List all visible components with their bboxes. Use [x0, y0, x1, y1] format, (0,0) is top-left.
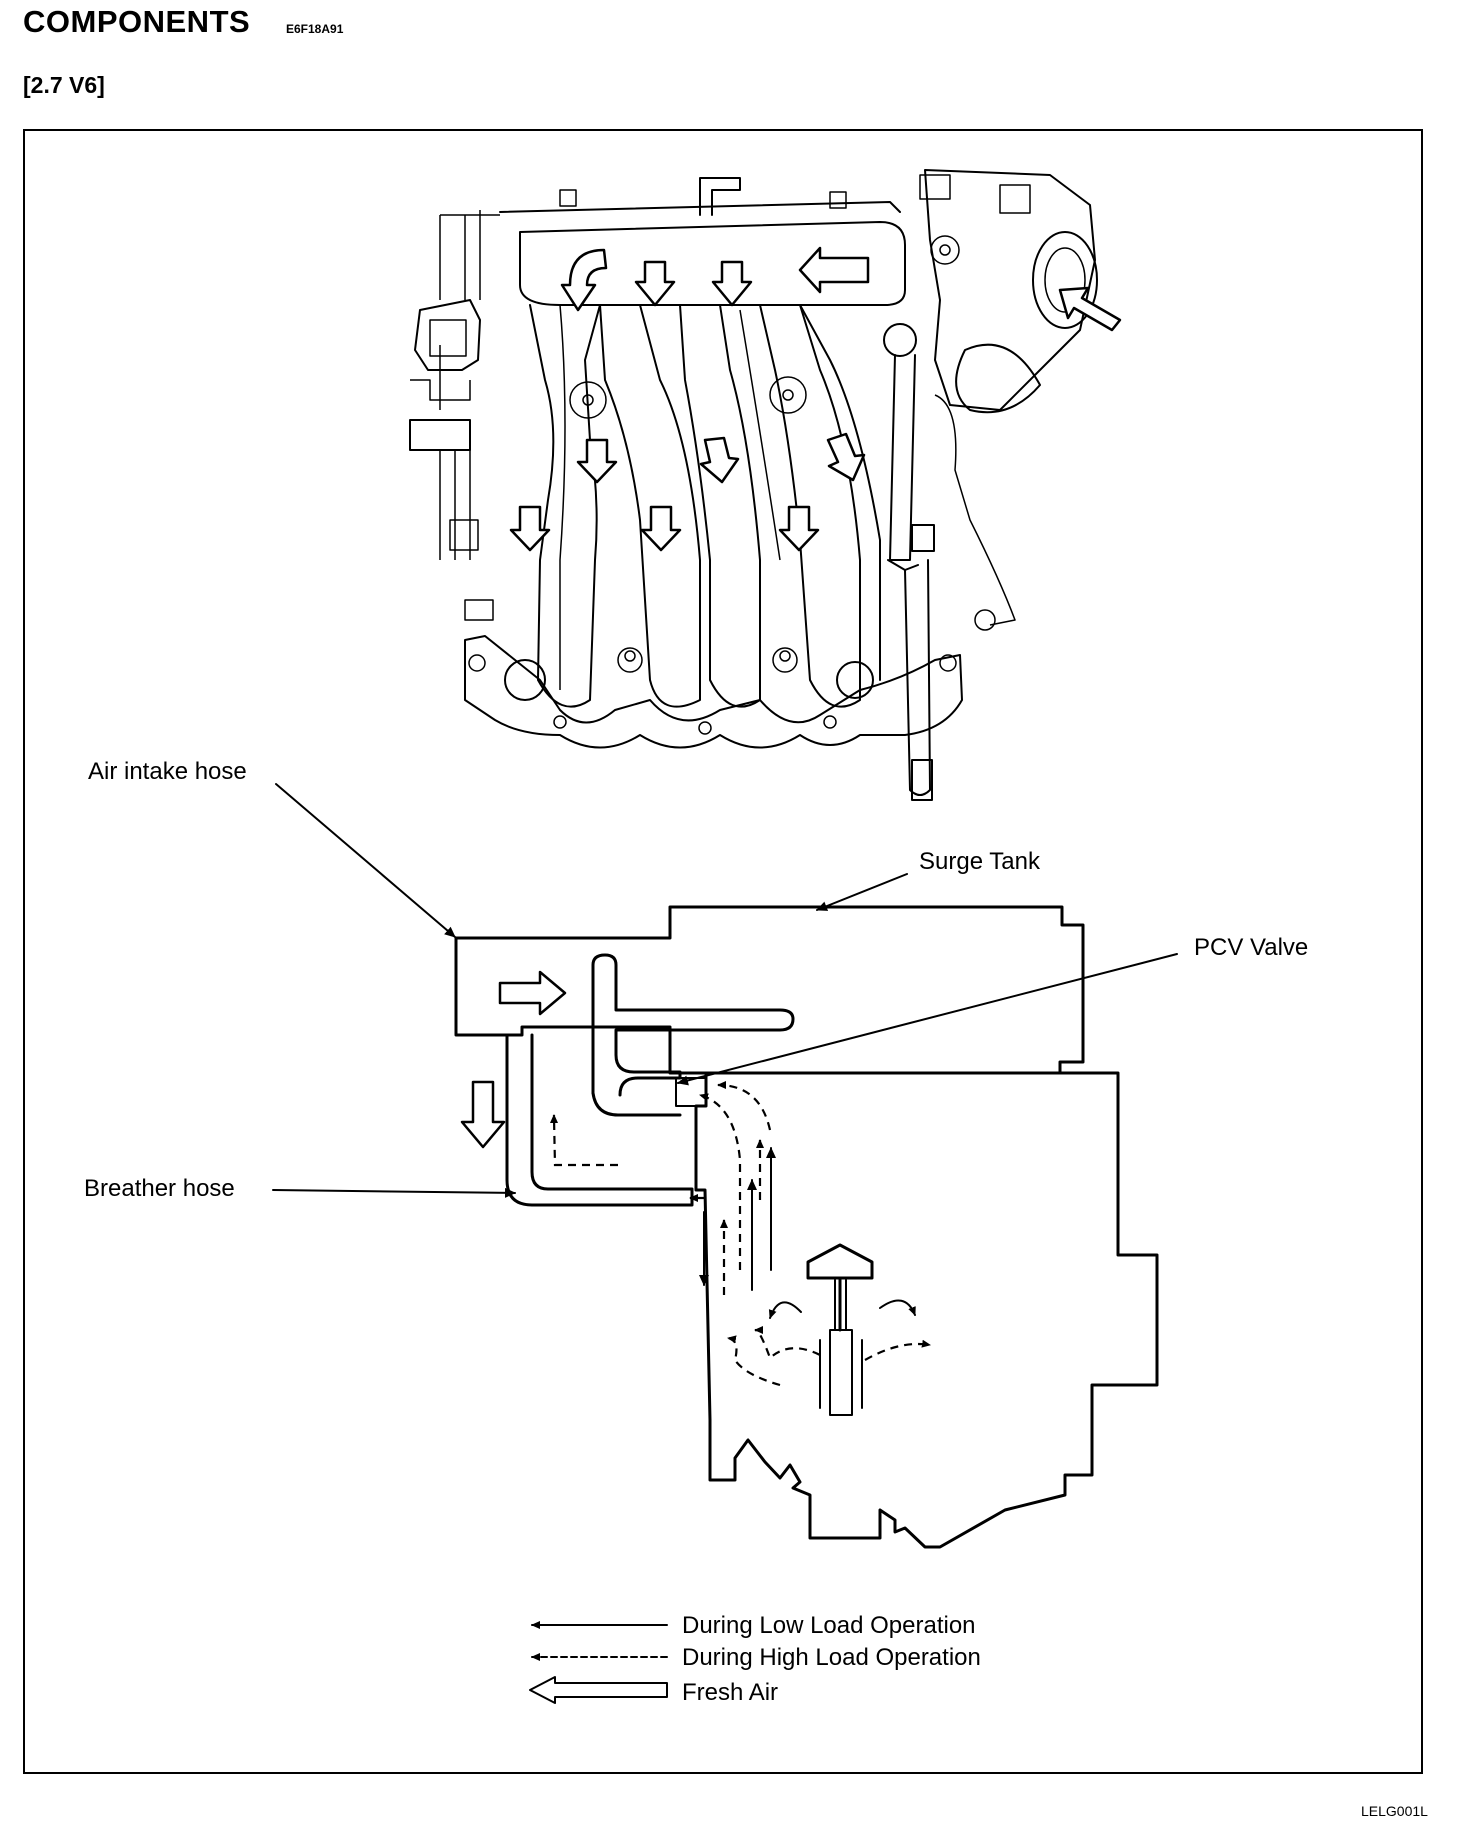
manifold-flow-arrows — [509, 246, 1122, 552]
label-breather-hose: Breather hose — [84, 1175, 235, 1202]
manifold-left-components — [409, 214, 500, 621]
figure-code: LELG001L — [1361, 1803, 1428, 1819]
page-title: COMPONENTS — [23, 4, 251, 39]
label-surge-tank: Surge Tank — [919, 848, 1041, 875]
fresh-air-arrow-tank — [498, 970, 567, 1016]
engine-block-outline — [694, 1071, 1159, 1549]
legend: During Low Load Operation During High Lo… — [529, 1612, 981, 1706]
intake-runners — [529, 304, 881, 708]
legend-low-load-label: During Low Load Operation — [682, 1612, 976, 1639]
legend-high-load-label: During High Load Operation — [682, 1644, 981, 1671]
breather-hose-outline — [505, 1033, 694, 1207]
label-air-intake-hose: Air intake hose — [88, 758, 247, 785]
manifold-flange — [464, 635, 963, 749]
callout-leaders — [272, 783, 1178, 1198]
engine-subtitle: [2.7 V6] — [23, 72, 105, 98]
pcv-schematic — [454, 905, 1159, 1549]
label-pcv-valve: PCV Valve — [1194, 934, 1308, 961]
diagram-frame — [23, 129, 1423, 1774]
intake-manifold-illustration — [409, 169, 1122, 801]
legend-fresh-air-label: Fresh Air — [682, 1679, 778, 1706]
document-code: E6F18A91 — [286, 22, 344, 36]
piston — [806, 1243, 874, 1416]
pcv-hose-illustration — [883, 323, 1016, 801]
fresh-air-arrow-down — [460, 1080, 506, 1149]
manifold-bosses — [569, 376, 807, 673]
legend-hollow-arrow — [529, 1676, 668, 1704]
surge-tank-outline — [454, 905, 1085, 1075]
